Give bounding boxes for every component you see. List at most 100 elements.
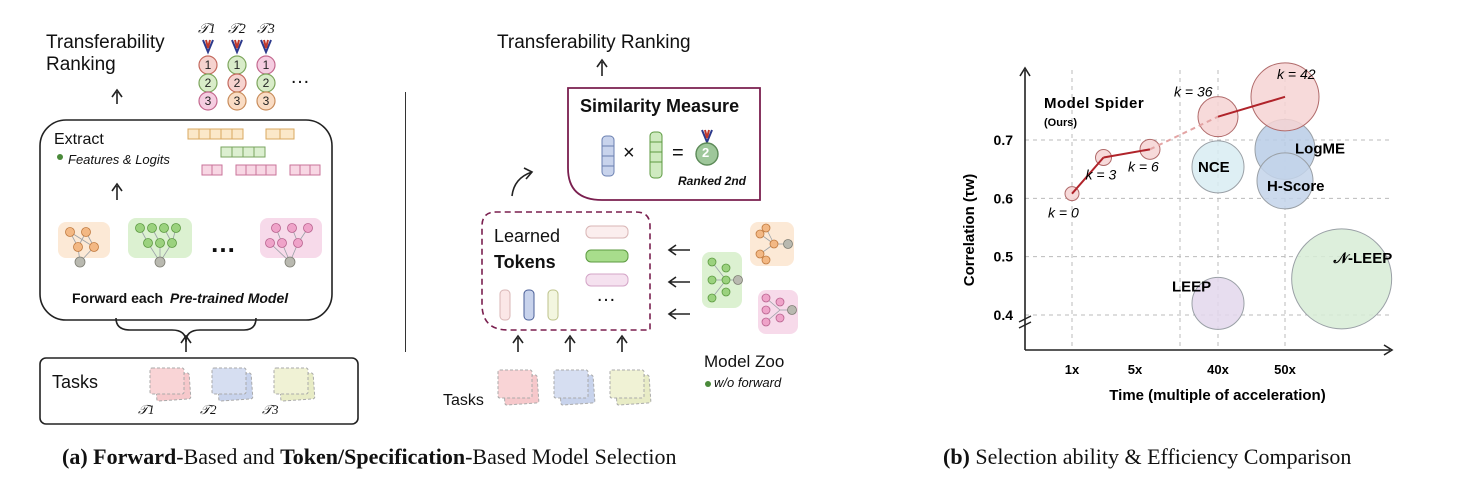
svg-text:2: 2 bbox=[263, 76, 270, 90]
panel-separator bbox=[405, 92, 406, 352]
bubble-4 bbox=[1191, 276, 1245, 330]
y-tick-label-3: 0.7 bbox=[994, 132, 1014, 148]
model-zoo-label: Model Zoo bbox=[704, 352, 785, 371]
forward-ranking-title-line1: Transferability bbox=[46, 32, 165, 53]
x-axis-arrow-icon bbox=[1383, 344, 1394, 356]
tokens-label: Tokens bbox=[494, 252, 556, 272]
x-axis-label: Time (multiple of acceleration) bbox=[1109, 387, 1325, 404]
learned-token-columns bbox=[499, 289, 559, 321]
extract-box bbox=[39, 119, 333, 321]
extract-label: Extract bbox=[54, 131, 104, 148]
medal-column-1 bbox=[198, 39, 218, 111]
token-arrows bbox=[511, 58, 690, 352]
bubble-label-0: NCE bbox=[1198, 159, 1230, 176]
spider-point-label-0: k = 0 bbox=[1048, 205, 1079, 221]
zoo-model-3 bbox=[758, 290, 798, 334]
bullet-dot-icon bbox=[705, 381, 711, 387]
forward-ranking-title-line2: Ranking bbox=[46, 54, 116, 75]
learned-label: Learned bbox=[494, 226, 561, 246]
task-cards-token bbox=[497, 369, 652, 406]
x-tick-label-0: 1x bbox=[1065, 362, 1080, 377]
spider-point-label-2: k = 6 bbox=[1128, 158, 1159, 174]
caption-b-rest: Selection ability & Efficiency Compariso… bbox=[975, 444, 1352, 469]
ranked-second-label: Ranked 2nd bbox=[678, 174, 747, 188]
spider-line-segment-2 bbox=[1149, 115, 1219, 151]
svg-text:2: 2 bbox=[205, 76, 212, 90]
models-ellipsis: … bbox=[210, 228, 236, 258]
spider-point-label-4: k = 42 bbox=[1277, 66, 1316, 82]
svg-text:3: 3 bbox=[263, 94, 270, 108]
task-card-label-1: 𝒯1 bbox=[138, 402, 155, 417]
task-label-3: 𝒯3 bbox=[257, 22, 275, 37]
bubble-3 bbox=[1291, 228, 1393, 330]
svg-text:1: 1 bbox=[205, 58, 212, 72]
zoo-model-2 bbox=[702, 252, 743, 308]
x-tick-label-1: 5x bbox=[1128, 362, 1143, 377]
x-tick-label-2: 40x bbox=[1207, 362, 1229, 377]
token-diagram bbox=[481, 58, 798, 406]
tokens-ellipsis: … bbox=[596, 284, 616, 306]
pretrained-model-text: Pre-trained Model bbox=[169, 290, 289, 306]
caption-a-mid2: -Based Model Selection bbox=[465, 444, 677, 469]
svg-text:3: 3 bbox=[205, 94, 212, 108]
token-ranking-title: Transferability Ranking bbox=[497, 32, 691, 53]
token-tasks-label: Tasks bbox=[443, 392, 484, 409]
bubble-0 bbox=[1191, 140, 1245, 194]
caption-b: (b) Selection ability & Efficiency Compa… bbox=[943, 444, 1351, 470]
medal-column-3 bbox=[256, 39, 276, 111]
forward-arrows bbox=[111, 88, 192, 352]
y-axis-arrow-icon bbox=[1019, 66, 1031, 77]
bullet-dot-icon bbox=[57, 154, 63, 160]
zoo-model-1 bbox=[750, 222, 794, 266]
y-tick-label-0: 0.4 bbox=[994, 307, 1014, 323]
similarity-token-b bbox=[649, 131, 663, 179]
similarity-box bbox=[567, 87, 761, 201]
bubble-label-2: H-Score bbox=[1267, 178, 1325, 195]
second-medal-icon bbox=[695, 129, 719, 166]
x-tick-label-3: 50x bbox=[1274, 362, 1296, 377]
task-card-label-2: 𝒯2 bbox=[200, 402, 217, 417]
task-label-2: 𝒯2 bbox=[228, 22, 246, 37]
svg-text:1: 1 bbox=[263, 58, 270, 72]
pretrained-model-2 bbox=[128, 218, 192, 268]
forward-each-label: Forward each Pre-trained Model bbox=[72, 290, 288, 306]
brace-icon bbox=[115, 317, 257, 343]
bubble-2 bbox=[1256, 152, 1314, 210]
feature-bars bbox=[187, 128, 321, 176]
medal-column-2 bbox=[227, 39, 247, 111]
learned-tokens-box bbox=[481, 211, 651, 331]
spider-point-label-3: k = 36 bbox=[1174, 84, 1213, 100]
equals-symbol: = bbox=[672, 142, 684, 164]
forward-diagram: 123 123 123 bbox=[39, 39, 359, 425]
y-axis-label: Correlation (τw) bbox=[961, 174, 978, 287]
spider-point-label-1: k = 3 bbox=[1086, 167, 1117, 183]
task-cards-forward bbox=[149, 367, 316, 402]
caption-a-mid1: -Based and bbox=[176, 444, 281, 469]
spider-line-segment-3 bbox=[1217, 95, 1286, 118]
caption-a: (a) Forward-Based and Token/Specificatio… bbox=[62, 444, 677, 470]
features-logits-label: Features & Logits bbox=[68, 152, 170, 167]
caption-a-prefix: (a) bbox=[62, 444, 94, 469]
times-symbol: × bbox=[623, 142, 635, 164]
forward-tasks-box bbox=[39, 357, 359, 425]
pretrained-model-3 bbox=[260, 218, 322, 268]
learned-token-bars bbox=[585, 225, 629, 287]
spider-line-segment-1 bbox=[1103, 148, 1151, 159]
y-tick-label-2: 0.6 bbox=[994, 190, 1014, 206]
model-spider-sublabel: (Ours) bbox=[1044, 117, 1077, 129]
bubble-label-3: 𝒩-LEEP bbox=[1333, 250, 1393, 267]
forward-each-text: Forward each bbox=[72, 290, 164, 306]
spider-line-segment-0 bbox=[1071, 156, 1105, 195]
svg-text:1: 1 bbox=[234, 58, 241, 72]
bubble-label-1: LogME bbox=[1295, 140, 1345, 157]
svg-text:2: 2 bbox=[234, 76, 241, 90]
y-tick-label-1: 0.5 bbox=[994, 249, 1014, 265]
forward-tasks-label: Tasks bbox=[52, 372, 99, 392]
caption-a-bold2: Token/Specification bbox=[280, 444, 466, 469]
task-label-1: 𝒯1 bbox=[198, 22, 216, 37]
caption-a-bold1: Forward bbox=[93, 444, 177, 469]
similarity-measure-label: Similarity Measure bbox=[580, 96, 740, 116]
ranking-medals: 123 123 123 bbox=[198, 39, 276, 111]
medal-number: 2 bbox=[702, 145, 710, 160]
efficiency-chart: k = 0 k = 3 k = 6 k = 36 k = 42 NCE LogME H-Sco… bbox=[961, 62, 1394, 404]
